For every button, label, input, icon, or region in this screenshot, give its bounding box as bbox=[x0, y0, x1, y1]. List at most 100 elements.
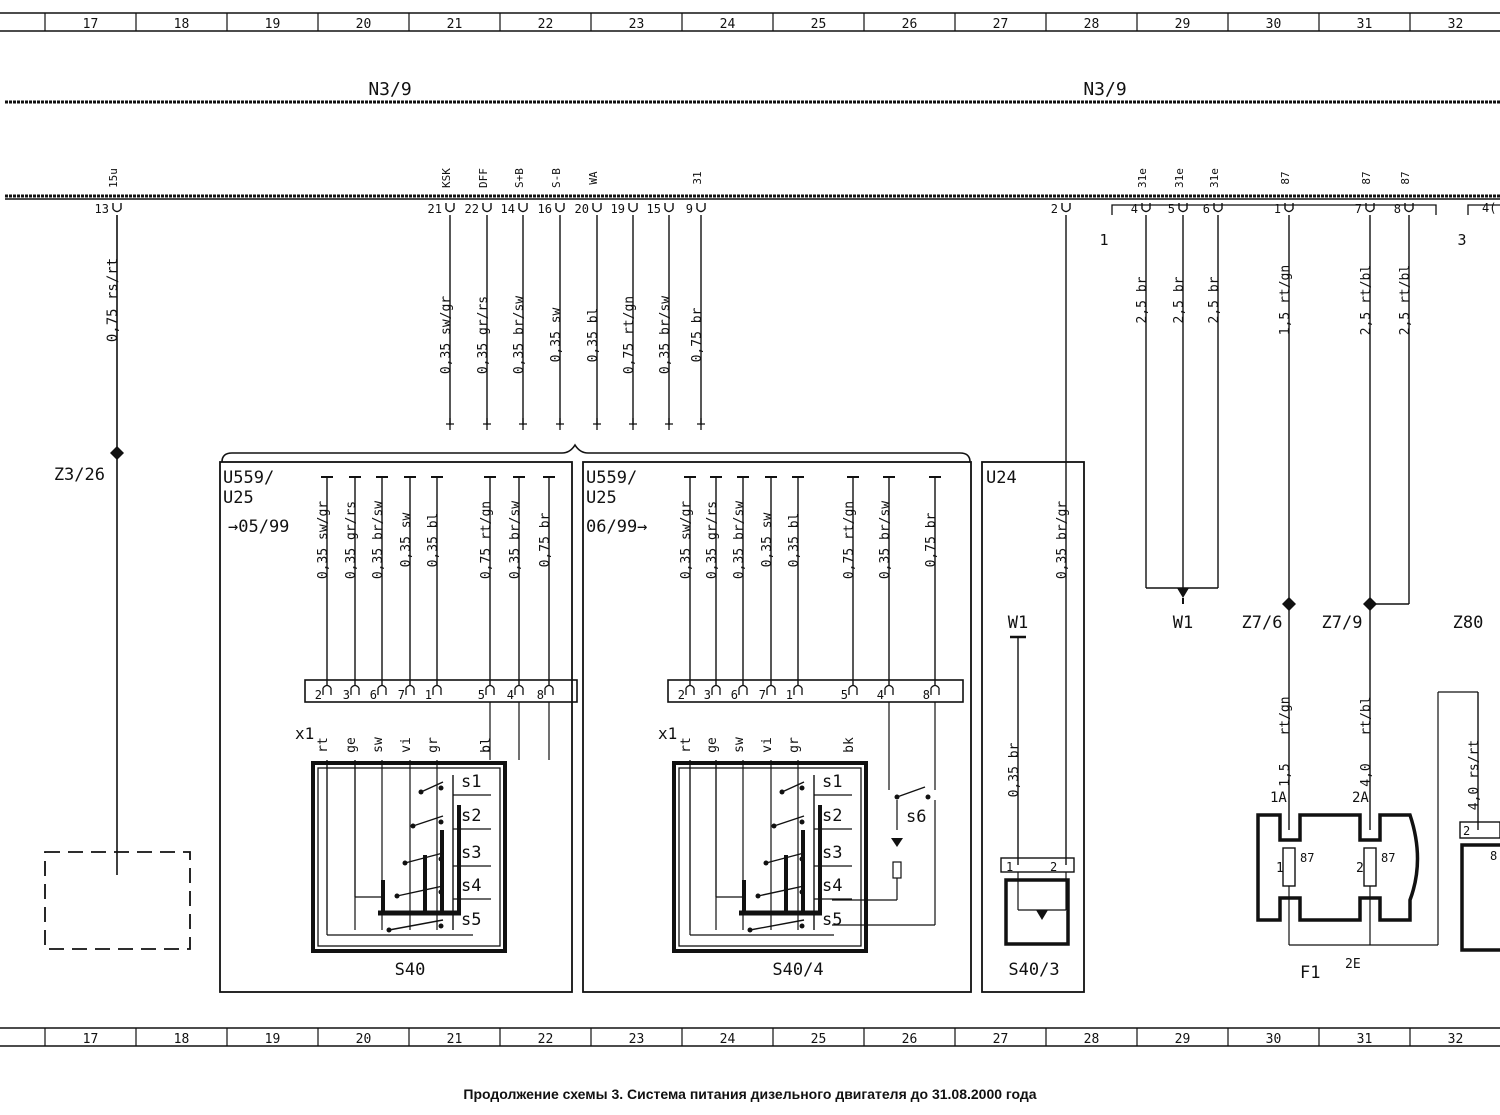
bracket-label: 4( bbox=[1482, 201, 1496, 215]
unit-title: U25 bbox=[586, 488, 617, 508]
splice-label: Z3/26 bbox=[54, 465, 105, 485]
switch-contact bbox=[438, 889, 444, 895]
pin-connector bbox=[432, 684, 442, 695]
z80-box bbox=[1460, 843, 1500, 952]
column-number: 28 bbox=[1084, 17, 1100, 32]
column-number: 27 bbox=[993, 17, 1009, 32]
pin-number: 19 bbox=[611, 202, 625, 216]
pin-connector bbox=[350, 684, 360, 695]
pin-5 bbox=[1178, 203, 1188, 213]
pin-number: 7 bbox=[1355, 202, 1362, 216]
pin-connector bbox=[766, 684, 776, 695]
fuse-terminal: 87 bbox=[1300, 851, 1314, 865]
switch-label: s4 bbox=[822, 876, 842, 896]
harness-label: N3/9 bbox=[368, 79, 411, 100]
column-number: 17 bbox=[83, 1032, 99, 1047]
unit-title: U559/ bbox=[223, 468, 274, 488]
pin-14 bbox=[518, 203, 528, 213]
column-number: 20 bbox=[356, 17, 372, 32]
pin-number: 1 bbox=[425, 688, 432, 702]
color-code: gr bbox=[426, 737, 441, 753]
pin-number: 4 bbox=[507, 688, 514, 702]
switch-label: s2 bbox=[822, 806, 842, 826]
wire-label: 1,5 rt/gn bbox=[1278, 265, 1293, 335]
wire-label: 0,35 sw/gr bbox=[316, 501, 331, 579]
pin-number: 4 bbox=[877, 688, 884, 702]
switch-label: s6 bbox=[906, 807, 926, 827]
column-number: 24 bbox=[720, 17, 736, 32]
column-number: 29 bbox=[1175, 17, 1191, 32]
pin-number: 16 bbox=[538, 202, 552, 216]
pin-connector bbox=[514, 684, 524, 695]
wire-label: 0,35 br/sw bbox=[658, 296, 673, 374]
switch-contact bbox=[925, 794, 931, 800]
switch-contact bbox=[799, 923, 805, 929]
connector-bracket bbox=[1111, 204, 1437, 215]
wire-break bbox=[665, 418, 673, 430]
pin-number: 2 bbox=[1050, 860, 1057, 874]
column-number: 17 bbox=[83, 17, 99, 32]
component-label: S40 bbox=[395, 960, 426, 980]
wire-label: 0,35 br/sw bbox=[508, 501, 523, 579]
pin-number: 4 bbox=[1131, 202, 1138, 216]
pin-number: 20 bbox=[575, 202, 589, 216]
pin-22 bbox=[482, 203, 492, 213]
column-number: 31 bbox=[1357, 17, 1373, 32]
wire-label: 0,35 gr/rs bbox=[476, 296, 491, 374]
switch-blade bbox=[765, 852, 805, 864]
wire-break bbox=[629, 418, 637, 430]
column-number: 18 bbox=[174, 17, 190, 32]
column-number: 22 bbox=[538, 17, 554, 32]
pin-connector bbox=[930, 684, 940, 695]
color-code: rt bbox=[679, 737, 694, 753]
unit-frame bbox=[582, 461, 972, 993]
color-code: ge bbox=[344, 737, 359, 753]
z80-connector bbox=[1459, 821, 1500, 839]
caption: Продолжение схемы 3. Система питания диз… bbox=[463, 1086, 1037, 1102]
switch-box bbox=[672, 761, 868, 953]
pin-connector bbox=[884, 684, 894, 695]
wire-label: 0,75 br bbox=[924, 512, 939, 567]
switch-box-inner bbox=[317, 767, 501, 947]
wire-label: 2,5 br bbox=[1135, 276, 1150, 323]
column-number: 32 bbox=[1448, 17, 1464, 32]
switch-label: s1 bbox=[822, 772, 842, 792]
signal-name: 87 bbox=[1360, 171, 1373, 184]
signal-name: 31e bbox=[1173, 168, 1186, 188]
column-number: 30 bbox=[1266, 17, 1282, 32]
pin-number: 2 bbox=[1051, 202, 1058, 216]
column-number: 27 bbox=[993, 1032, 1009, 1047]
connector-name: x1 bbox=[295, 724, 314, 743]
switch-blade bbox=[749, 919, 805, 931]
wire-break bbox=[483, 418, 491, 430]
column-number: 31 bbox=[1357, 1032, 1373, 1047]
pin-6 bbox=[1213, 203, 1223, 213]
column-number: 26 bbox=[902, 1032, 918, 1047]
column-number: 23 bbox=[629, 17, 645, 32]
wire-label: 4,0 rs/rt bbox=[1467, 740, 1482, 810]
wire-label: 2,5 rt/bl bbox=[1398, 265, 1413, 335]
switch-blade bbox=[404, 852, 444, 864]
pin-number: 2 bbox=[1463, 824, 1470, 838]
color-code: rt/bl bbox=[1359, 696, 1374, 735]
led-symbol bbox=[891, 838, 903, 847]
pin-number: 1 bbox=[786, 688, 793, 702]
sensor-box bbox=[1004, 878, 1070, 946]
color-code: bk bbox=[842, 737, 857, 753]
fuse-inner: 2 bbox=[1356, 861, 1364, 876]
signal-name: 31 bbox=[691, 171, 704, 184]
switch-contact bbox=[799, 856, 805, 862]
switch-label: s2 bbox=[461, 806, 481, 826]
pin-connector bbox=[544, 684, 554, 695]
column-number: 28 bbox=[1084, 1032, 1100, 1047]
pin-connector bbox=[711, 684, 721, 695]
pin-9 bbox=[696, 203, 706, 213]
wire-label: 2,5 br bbox=[1207, 276, 1222, 323]
unit-title: U559/ bbox=[586, 468, 637, 488]
wire-break bbox=[697, 418, 705, 430]
column-number: 24 bbox=[720, 1032, 736, 1047]
wire-label: 0,35 br/sw bbox=[371, 501, 386, 579]
splice-z3-26 bbox=[110, 446, 124, 460]
switch-label: s5 bbox=[461, 910, 481, 930]
